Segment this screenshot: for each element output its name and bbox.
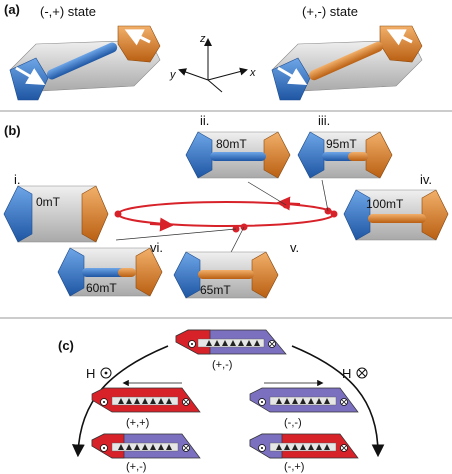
panel-c-label: (c)	[58, 338, 74, 353]
leader-vi	[115, 228, 237, 241]
panel-a-label: (a)	[4, 2, 20, 17]
snapshot-iii-roman: iii.	[318, 113, 330, 128]
snapshot-ii-field: 80mT	[216, 137, 247, 151]
bottom-left-state: (+,-)	[126, 461, 146, 473]
panel-b: (b) i. 0mT ii. 80	[3, 113, 449, 299]
snapshot-i-field: 0mT	[36, 195, 61, 209]
snapshot-vi-roman: vi.	[150, 240, 163, 255]
top-element: (+,-)	[175, 329, 287, 371]
leader-ii	[247, 181, 287, 206]
right-element-render	[271, 25, 423, 101]
left-state-title: (-,+) state	[40, 4, 96, 19]
top-state: (+,-)	[212, 359, 232, 371]
bottom-left-element: (+,-)	[91, 433, 201, 473]
snapshot-i: i. 0mT	[3, 172, 109, 243]
bottom-right-state: (-,+)	[284, 461, 304, 473]
right-field-label: H	[342, 366, 351, 381]
field-into-plane-icon	[356, 367, 368, 379]
panel-a: (a) (-,+) state (+,-) state z y x	[4, 2, 423, 101]
snapshot-v-field: 65mT	[200, 283, 231, 297]
snapshot-iv: iv. 100mT	[343, 172, 449, 241]
field-out-of-plane-icon	[100, 367, 112, 379]
panel-c: (c) (+,-) H	[58, 329, 385, 473]
mid-right-element: (-,-)	[249, 379, 359, 429]
axis-x-label: x	[249, 67, 256, 79]
snapshot-iii-field: 95mT	[326, 137, 357, 151]
snapshot-vi-field: 60mT	[86, 281, 117, 295]
leader-iii	[321, 179, 329, 212]
snapshot-ii-roman: ii.	[200, 113, 209, 128]
snapshot-iv-roman: iv.	[420, 172, 432, 187]
snapshot-vi: vi. 60mT	[57, 240, 163, 297]
left-element-render	[9, 25, 161, 101]
curve-arrow-right	[291, 345, 385, 458]
snapshot-ii: ii. 80mT	[185, 113, 291, 179]
mid-left-state: (+,+)	[126, 417, 149, 429]
snapshot-iii: iii. 95mT	[297, 113, 393, 179]
snapshot-i-roman: i.	[14, 172, 21, 187]
snapshot-iv-field: 100mT	[366, 197, 404, 211]
loop-point-i	[114, 210, 122, 218]
mid-left-element: (+,+)	[91, 379, 201, 429]
axis-z-label: z	[199, 33, 206, 45]
panel-b-label: (b)	[4, 123, 21, 138]
bottom-right-element: (-,+)	[249, 433, 359, 473]
loop-point-iv	[330, 210, 338, 218]
left-field-label: H	[86, 366, 95, 381]
snapshot-v: v. 65mT	[173, 240, 299, 299]
loop-arrow-bottom	[149, 217, 174, 232]
snapshot-v-roman: v.	[290, 240, 299, 255]
axes-triad: z y x	[169, 33, 256, 93]
hysteresis-loop	[117, 201, 335, 227]
right-state-title: (+,-) state	[302, 4, 358, 19]
mid-right-state: (-,-)	[284, 417, 302, 429]
axis-y-label: y	[169, 69, 177, 81]
